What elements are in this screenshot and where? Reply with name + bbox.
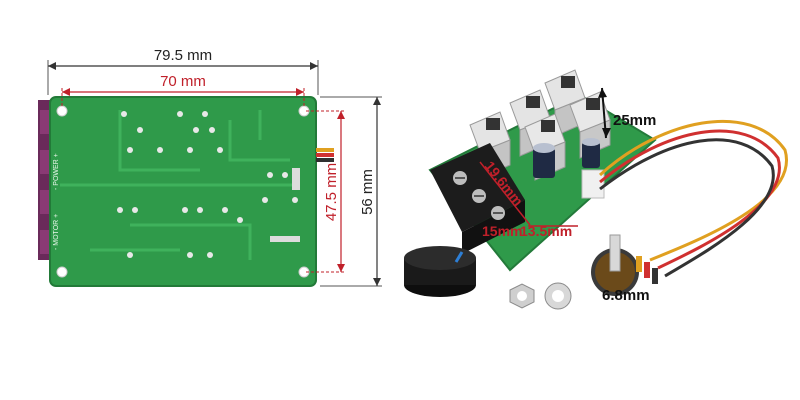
- capacitors: [533, 138, 600, 178]
- terminal-block: [430, 143, 525, 254]
- pot-shaft-label: 6.8mm: [602, 287, 650, 304]
- board-back-figure: - POWER + - MOTOR + 79.5 mm 70 mm: [38, 47, 382, 287]
- potentiometer: [591, 234, 658, 296]
- outer-height-dimension: 56 mm: [320, 96, 382, 287]
- outer-height-label: 56 mm: [359, 169, 376, 215]
- hole-height-dimension: 47.5 mm: [306, 110, 346, 273]
- silkscreen-motor: - MOTOR +: [53, 214, 60, 250]
- terminal-height-dimension: 15mm: [482, 223, 522, 239]
- terminal-height-label: 15mm: [482, 223, 522, 239]
- outer-width-label: 79.5 mm: [154, 47, 212, 64]
- pcb-back: [49, 96, 317, 287]
- board-front-panel: 25mm 19.6mm 15mm 13.5mm 6.8mm: [400, 0, 800, 400]
- heatsink-height-dimension: 25mm: [598, 87, 656, 139]
- white-connector: [581, 169, 605, 199]
- pot-shaft-dimension: 6.8mm: [602, 287, 650, 304]
- knob: [404, 246, 476, 297]
- board-front-figure: 25mm 19.6mm 15mm 13.5mm 6.8mm: [404, 69, 789, 310]
- nut-and-washer: [509, 282, 572, 310]
- potentiometer-wires: [598, 119, 789, 278]
- hole-width-label: 70 mm: [160, 73, 206, 90]
- board-height-label: 13.5mm: [520, 223, 572, 239]
- edge-connector: [38, 100, 52, 260]
- outer-width-dimension: 79.5 mm: [47, 47, 319, 95]
- pcb-traces: [60, 110, 300, 260]
- silkscreen-power: - POWER +: [53, 153, 60, 190]
- solder-pads: [117, 111, 298, 258]
- heatsink-height-label: 25mm: [613, 112, 656, 129]
- board-height-dimension: 13.5mm: [520, 223, 578, 239]
- wire-bundle: [316, 148, 334, 162]
- mounting-holes: [56, 105, 310, 278]
- hole-width-dimension: 70 mm: [61, 73, 305, 108]
- hole-height-label: 47.5 mm: [323, 163, 340, 221]
- board-back-panel: - POWER + - MOTOR + 79.5 mm 70 mm: [38, 47, 382, 287]
